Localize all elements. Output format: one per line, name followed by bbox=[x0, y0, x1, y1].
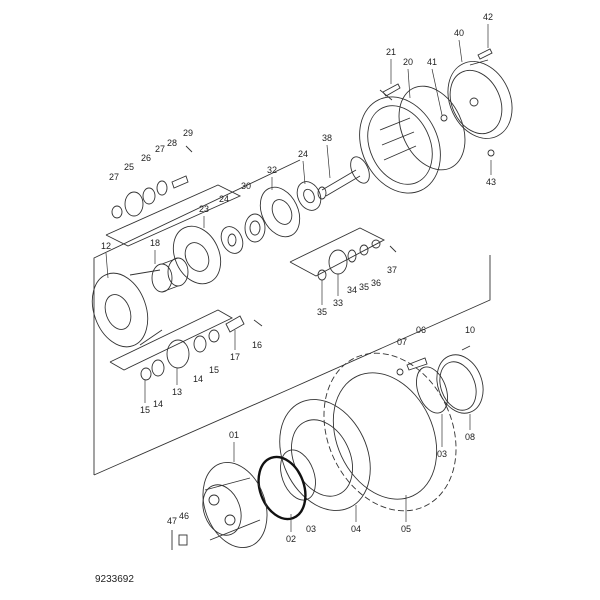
cover-40 bbox=[447, 61, 513, 139]
part-label: 38 bbox=[321, 133, 333, 143]
part-label: 18 bbox=[149, 238, 161, 248]
shaft-38 bbox=[317, 156, 370, 200]
part-label: 41 bbox=[426, 57, 438, 67]
part-label: 46 bbox=[178, 511, 190, 521]
leader-lines bbox=[105, 24, 492, 532]
part-label: 04 bbox=[350, 524, 362, 534]
part-label: 14 bbox=[152, 399, 164, 409]
part-label: 02 bbox=[285, 534, 297, 544]
seal-08 bbox=[436, 354, 484, 414]
part-label: 42 bbox=[482, 12, 494, 22]
part-label: 27 bbox=[108, 172, 120, 182]
small-parts-top bbox=[382, 48, 495, 157]
part-label: 08 bbox=[464, 432, 476, 442]
washer-24-top bbox=[296, 181, 322, 211]
o-ring-02 bbox=[257, 455, 307, 521]
part-label: 15 bbox=[139, 405, 151, 415]
gear-30 bbox=[244, 213, 266, 243]
part-label: 21 bbox=[385, 47, 397, 57]
part-label: 16 bbox=[251, 340, 263, 350]
small-parts-bottom bbox=[171, 345, 471, 550]
part-label: 40 bbox=[453, 28, 465, 38]
carrier-32 bbox=[259, 186, 301, 238]
part-label: 12 bbox=[100, 241, 112, 251]
part-label: 15 bbox=[208, 365, 220, 375]
motor-01 bbox=[202, 461, 268, 549]
gear-18 bbox=[151, 257, 189, 293]
part-label: 25 bbox=[123, 162, 135, 172]
group-outline-lines bbox=[93, 59, 491, 476]
part-label: 30 bbox=[240, 181, 252, 191]
part-label: 14 bbox=[192, 374, 204, 384]
part-label: 29 bbox=[182, 128, 194, 138]
part-label: 05 bbox=[400, 524, 412, 534]
planet-set-upper bbox=[111, 145, 193, 219]
part-label: 20 bbox=[402, 57, 414, 67]
bearing-03 bbox=[280, 366, 448, 501]
part-label: 47 bbox=[166, 516, 178, 526]
part-label: 35 bbox=[316, 307, 328, 317]
part-label: 36 bbox=[370, 278, 382, 288]
washer-24 bbox=[220, 226, 244, 254]
part-label: 32 bbox=[266, 165, 278, 175]
part-label: 27 bbox=[154, 144, 166, 154]
part-label: 13 bbox=[171, 387, 183, 397]
part-label: 33 bbox=[332, 298, 344, 308]
planet-set-lower bbox=[140, 315, 263, 381]
part-label: 43 bbox=[485, 177, 497, 187]
part-label: 35 bbox=[358, 282, 370, 292]
part-label: 24 bbox=[218, 194, 230, 204]
planet-set-right bbox=[317, 239, 397, 281]
drawing-number: 9233692 bbox=[95, 574, 134, 585]
hub-04 bbox=[279, 399, 371, 511]
part-label: 28 bbox=[166, 138, 178, 148]
part-label: 07 bbox=[396, 337, 408, 347]
part-label: 03 bbox=[436, 449, 448, 459]
ring-gear-housing-20 bbox=[359, 85, 466, 194]
part-label: 26 bbox=[140, 153, 152, 163]
part-label: 34 bbox=[346, 285, 358, 295]
part-label: 24 bbox=[297, 149, 309, 159]
part-label: 37 bbox=[386, 265, 398, 275]
part-label: 01 bbox=[228, 430, 240, 440]
carrier-23 bbox=[172, 225, 222, 285]
part-label: 23 bbox=[198, 204, 210, 214]
part-label: 10 bbox=[464, 325, 476, 335]
part-label: 17 bbox=[229, 352, 241, 362]
part-label: 06 bbox=[415, 325, 427, 335]
carrier-12 bbox=[91, 269, 163, 348]
part-label: 03 bbox=[305, 524, 317, 534]
